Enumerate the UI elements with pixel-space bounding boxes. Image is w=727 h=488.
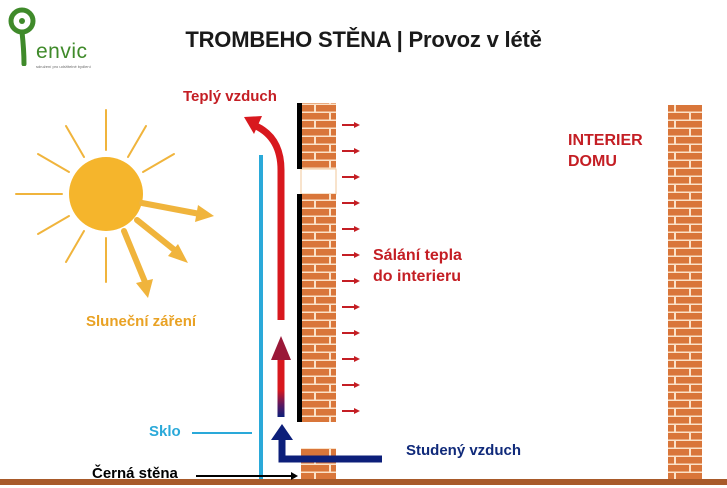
trombe-wall-upper [301,103,336,169]
logo-tree-icon [8,7,36,66]
rising-air-arrowhead [271,336,291,360]
ground-line [0,479,727,485]
warm-air-flow [254,122,285,320]
interior-label: INTERIER DOMU [568,130,643,172]
envic-logo: envic sdružení pro udržitelné bydlení [6,6,116,72]
interior-label-line1: INTERIER [568,132,643,149]
black-wall-lower [297,194,302,422]
warm-air-label: Teplý vzduch [183,88,277,105]
heat-radiation-arrows [342,122,360,414]
cold-air-arrowhead [271,424,293,440]
solar-radiation-arrows [121,200,214,298]
black-wall-upper [297,103,302,169]
cold-air-flow [278,438,382,463]
trombe-wall-base [301,448,336,479]
interior-label-line2: DOMU [568,153,617,170]
upper-vent-opening [300,168,337,195]
trombe-wall-lower [301,194,336,422]
cold-air-label: Studený vzduch [406,442,522,459]
warm-air-arrowhead [244,116,262,134]
glass-pane [259,155,263,479]
logo-tagline: sdružení pro udržitelné bydlení [36,64,91,69]
interior-wall [668,105,702,479]
heat-radiation-label: Sálání tepla do interieru [373,245,462,287]
lower-vent-opening [301,422,336,448]
sun-rays [15,109,175,283]
rising-air-shaft [277,357,285,417]
black-wall-label: Černá stěna [92,465,178,482]
glass-label: Sklo [149,423,181,440]
page-title: TROMBEHO STĚNA | Provoz v létě [185,27,542,52]
sun [69,157,143,231]
logo-wordmark: envic [36,40,88,63]
solar-radiation-label: Sluneční záření [86,313,197,330]
heat-radiation-label-line2: do interieru [373,268,462,285]
heat-radiation-label-line1: Sálání tepla [373,247,462,264]
black-wall-leader-arrowhead [291,472,298,480]
